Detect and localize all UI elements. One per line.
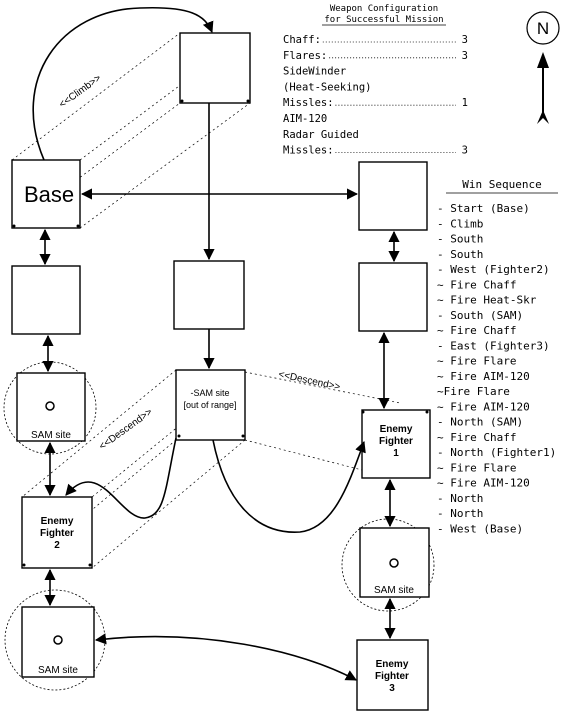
win-sequence-steps: - Start (Base) - Climb - South - South - Wes…	[437, 202, 556, 535]
center-middle-box[interactable]	[173, 260, 245, 330]
weapon-row-label: Missles:	[283, 97, 334, 109]
sam-marker-west	[45, 401, 55, 411]
win-step: - North	[437, 492, 483, 505]
win-step: - East (Fighter3)	[437, 339, 550, 352]
descend-label-left: <<Descend>>	[97, 407, 154, 453]
weapon-row-count: 3	[462, 145, 468, 157]
weapons-title-line2: for Successful Mission	[324, 15, 443, 25]
win-sequence: Win Sequence - Start (Base) - Climb - Sout…	[437, 178, 558, 535]
weapon-configuration: Weapon Configuration for Successful Miss…	[283, 4, 468, 157]
descend-fighter2-curve	[65, 437, 177, 519]
fighter2-label-fighter: Fighter	[40, 528, 74, 539]
win-step: - South	[437, 248, 483, 261]
weapon-row-label: (Heat-Seeking)	[283, 81, 372, 93]
win-step: - North	[437, 507, 483, 520]
weapon-row-label: Missles:	[283, 145, 334, 157]
climb-box[interactable]	[179, 32, 251, 104]
win-step: ~ Fire Flare	[437, 461, 516, 474]
win-step: - Start (Base)	[437, 202, 530, 215]
north-arrow-head	[537, 52, 549, 68]
fighter3-label-fighter: Fighter	[375, 671, 409, 682]
win-step: - West (Base)	[437, 522, 523, 535]
fighter1-label-number: 1	[393, 448, 399, 459]
weapon-rows: Chaff:3Flares:3SideWinder(Heat-Seeking)M…	[283, 34, 468, 157]
sam-out-label-line1: -SAM site	[190, 388, 229, 398]
win-step: - South (SAM)	[437, 309, 523, 322]
fighter2-label-number: 2	[54, 540, 60, 551]
win-step: - North (Fighter1)	[437, 446, 556, 459]
win-step: ~Fire Flare	[437, 385, 510, 398]
win-step: ~ Fire Heat-Skr	[437, 294, 537, 307]
weapons-title-line1: Weapon Configuration	[330, 4, 438, 14]
sam-west-label: SAM site	[31, 430, 71, 441]
sam-site-south-box[interactable]	[21, 606, 95, 678]
sam-marker-south	[53, 635, 63, 645]
win-step: ~ Fire AIM-120	[437, 477, 530, 490]
climb-arrow	[32, 6, 214, 161]
east-north-box[interactable]	[358, 161, 428, 231]
win-step: - West (Fighter2)	[437, 263, 550, 276]
weapon-row-label: Flares:	[283, 50, 327, 62]
north-arrow-tail	[537, 110, 549, 124]
win-step: ~ Fire AIM-120	[437, 370, 530, 383]
weapon-row-count: 3	[462, 50, 468, 62]
compass: N	[526, 11, 560, 124]
route-connectors	[32, 6, 400, 681]
sam-site-west-box[interactable]	[16, 372, 86, 442]
east-middle-box[interactable]	[358, 262, 428, 332]
corner-dots	[12, 99, 429, 567]
compass-ring	[526, 11, 560, 45]
base-box[interactable]	[11, 159, 81, 229]
weapon-row-label: AIM-120	[283, 113, 327, 125]
weapon-row-label: Chaff:	[283, 34, 321, 46]
weapon-row-label: SideWinder	[283, 66, 346, 78]
sam-out-label-line2: [out of range]	[183, 400, 236, 410]
enemy-fighter-1-box[interactable]	[361, 409, 431, 479]
win-step: ~ Fire Chaff	[437, 278, 516, 291]
fighter1-label-fighter: Fighter	[379, 436, 413, 447]
base-label: Base	[24, 182, 74, 207]
weapon-row-count: 1	[462, 97, 468, 109]
win-step: ~ Fire Flare	[437, 355, 516, 368]
sam-south-label: SAM site	[38, 665, 78, 676]
sam-site-out-of-range-box[interactable]	[175, 369, 246, 441]
compass-letter: N	[537, 19, 549, 38]
win-step: ~ Fire Chaff	[437, 431, 516, 444]
win-step: ~ Fire Chaff	[437, 324, 516, 337]
fighter2-label-enemy: Enemy	[41, 516, 74, 527]
descend-fighter1-curve	[212, 439, 366, 533]
climb-label: <<Climb>>	[57, 73, 103, 111]
descend-label-upper: <<Descend>>	[277, 369, 341, 393]
win-sequence-title: Win Sequence	[462, 178, 541, 191]
win-step: - South	[437, 233, 483, 246]
enemy-fighter-2-box[interactable]	[21, 496, 93, 569]
sam-marker-east	[389, 558, 399, 568]
win-step: ~ Fire AIM-120	[437, 400, 530, 413]
weapon-row-label: Radar Guided	[283, 129, 359, 141]
fighter1-label-enemy: Enemy	[380, 424, 413, 435]
win-step: - North (SAM)	[437, 416, 523, 429]
fighter3-label-number: 3	[389, 683, 395, 694]
win-step: - Climb	[437, 217, 483, 230]
sam-south-fighter3-arrow	[94, 633, 357, 681]
fighter3-label-enemy: Enemy	[376, 659, 409, 670]
sam-site-east-box[interactable]	[359, 527, 430, 598]
enemy-fighter-3-box[interactable]	[356, 639, 429, 711]
west-middle-box[interactable]	[11, 265, 81, 335]
sam-east-label: SAM site	[374, 585, 414, 596]
weapon-row-count: 3	[462, 34, 468, 46]
